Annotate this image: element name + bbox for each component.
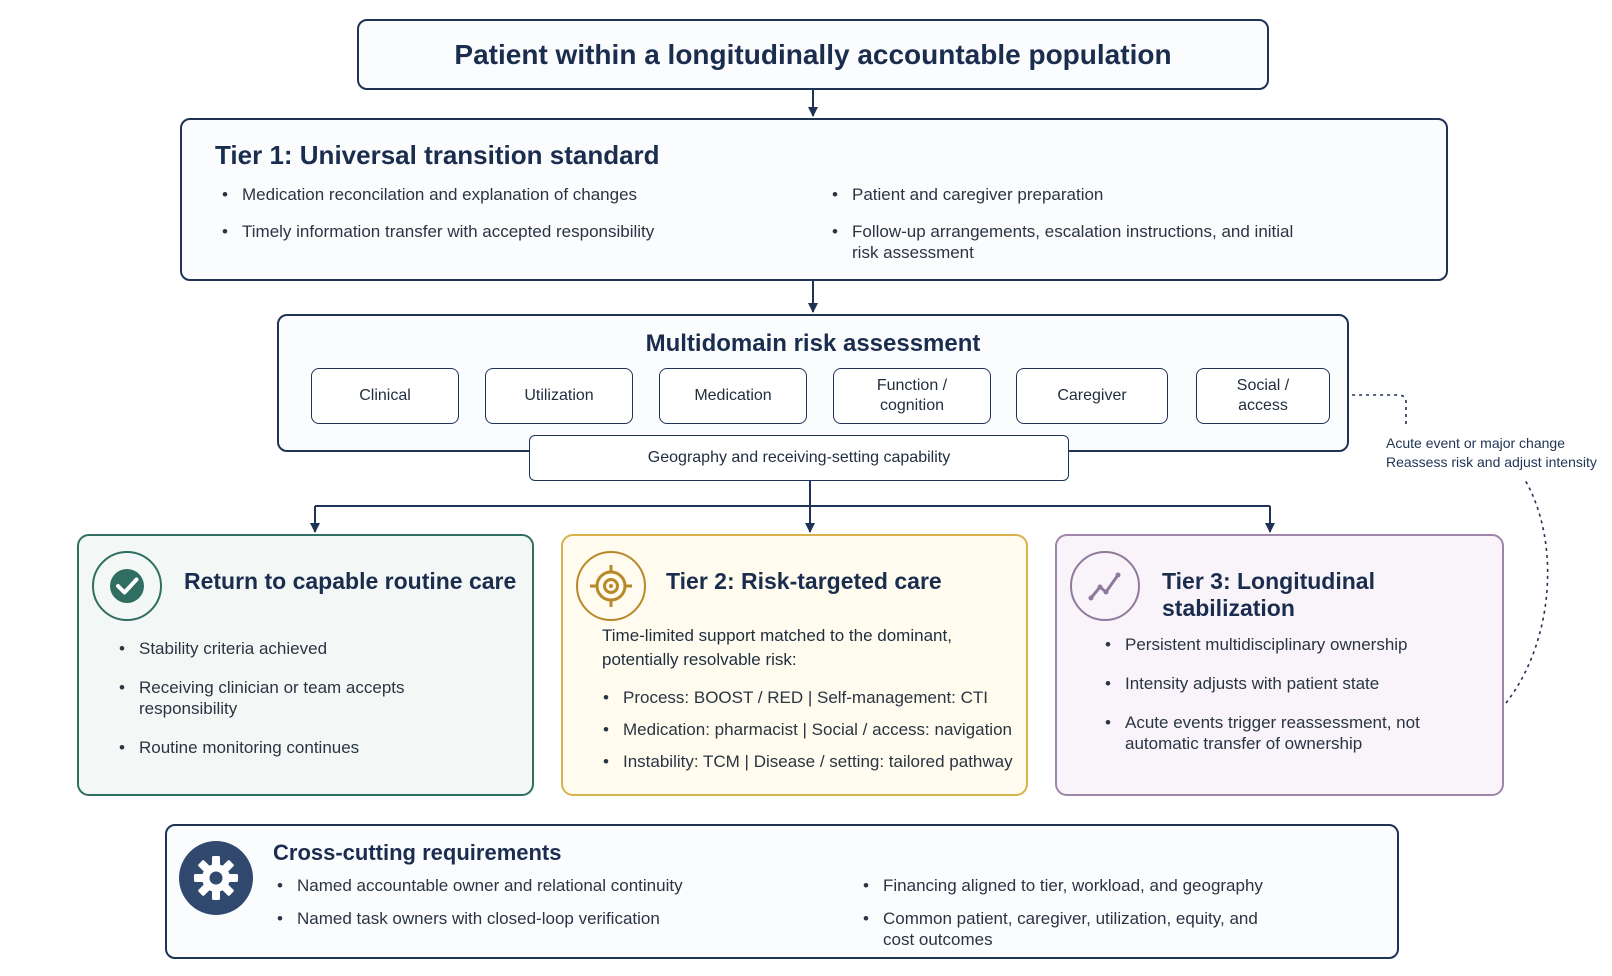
list-item: Patient and caregiver preparation xyxy=(828,184,1308,205)
feedback-loop-arrow xyxy=(1505,479,1549,704)
tier2-title: Tier 2: Risk-targeted care xyxy=(666,568,942,594)
list-item: Medication: pharmacist | Social / access… xyxy=(599,719,1013,740)
list-item: Named task owners with closed-loop verif… xyxy=(273,908,743,929)
list-item: Acute events trigger reassessment, not a… xyxy=(1101,712,1481,754)
feedback-note: Acute event or major change Reassess ris… xyxy=(1386,434,1612,472)
domain-function-cognition: Function / cognition xyxy=(833,368,991,424)
list-item: Stability criteria achieved xyxy=(115,638,505,659)
risk-assessment-box: Multidomain risk assessment Clinical Uti… xyxy=(277,314,1349,452)
trend-line-icon xyxy=(1070,551,1140,621)
geography-box: Geography and receiving-setting capabili… xyxy=(529,435,1069,481)
list-item: Instability: TCM | Disease / setting: ta… xyxy=(599,751,1013,772)
population-title: Patient within a longitudinally accounta… xyxy=(454,38,1172,70)
domain-utilization: Utilization xyxy=(485,368,633,424)
list-item: Named accountable owner and relational c… xyxy=(273,875,743,896)
cross-cutting-box: Cross-cutting requirements Named account… xyxy=(165,824,1399,959)
tier3-list: Persistent multidisciplinary ownership I… xyxy=(1101,634,1481,772)
list-item: Persistent multidisciplinary ownership xyxy=(1101,634,1481,655)
feedback-note-line1: Acute event or major change xyxy=(1386,435,1565,451)
list-item: Process: BOOST / RED | Self-management: … xyxy=(599,687,1013,708)
tier2-intro: Time-limited support matched to the domi… xyxy=(602,626,952,669)
domain-clinical: Clinical xyxy=(311,368,459,424)
list-item: Follow-up arrangements, escalation instr… xyxy=(828,221,1308,263)
domain-social-access: Social / access xyxy=(1196,368,1330,424)
list-item: Financing aligned to tier, workload, and… xyxy=(859,875,1289,896)
cross-cutting-left-list: Named accountable owner and relational c… xyxy=(273,875,743,941)
target-icon xyxy=(576,551,646,621)
routine-care-card: Return to capable routine care Stability… xyxy=(77,534,534,796)
tier1-right-list: Patient and caregiver preparation Follow… xyxy=(828,184,1308,279)
cross-cutting-title: Cross-cutting requirements xyxy=(273,840,562,865)
risk-assessment-title: Multidomain risk assessment xyxy=(645,330,981,357)
tier3-title: Tier 3: Longitudinal stabilization xyxy=(1162,568,1375,621)
cross-cutting-right-list: Financing aligned to tier, workload, and… xyxy=(859,875,1289,962)
list-item: Timely information transfer with accepte… xyxy=(218,221,668,242)
check-icon xyxy=(92,551,162,621)
list-item: Common patient, caregiver, utilization, … xyxy=(859,908,1289,950)
domain-caregiver: Caregiver xyxy=(1016,368,1168,424)
tier3-card: Tier 3: Longitudinal stabilization Persi… xyxy=(1055,534,1504,796)
list-item: Intensity adjusts with patient state xyxy=(1101,673,1481,694)
feedback-to-social-arrow xyxy=(1331,390,1407,424)
tier1-box: Tier 1: Universal transition standard Me… xyxy=(180,118,1448,281)
routine-care-list: Stability criteria achieved Receiving cl… xyxy=(115,638,505,776)
gear-icon xyxy=(179,841,253,915)
list-item: Routine monitoring continues xyxy=(115,737,505,758)
tier1-title: Tier 1: Universal transition standard xyxy=(215,140,660,170)
tier2-list: Process: BOOST / RED | Self-management: … xyxy=(599,687,1013,783)
feedback-note-line2: Reassess risk and adjust intensity xyxy=(1386,454,1597,470)
routine-care-title: Return to capable routine care xyxy=(184,568,517,594)
list-item: Medication reconcilation and explanation… xyxy=(218,184,668,205)
tier1-left-list: Medication reconcilation and explanation… xyxy=(218,184,668,258)
tier2-card: Tier 2: Risk-targeted care Time-limited … xyxy=(561,534,1028,796)
domain-medication: Medication xyxy=(659,368,807,424)
list-item: Receiving clinician or team accepts resp… xyxy=(115,677,505,719)
population-box: Patient within a longitudinally accounta… xyxy=(357,19,1269,90)
